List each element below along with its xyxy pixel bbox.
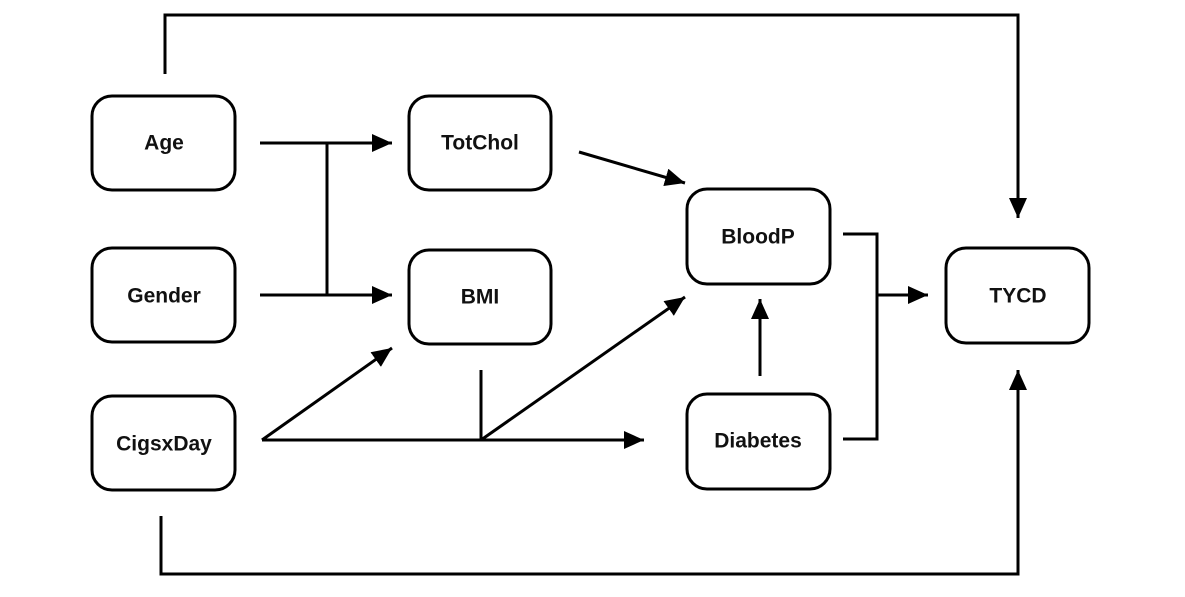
edge-totchol-to-bloodp (578, 150, 686, 187)
node-gender-label: Gender (127, 285, 201, 308)
node-tycd-label: TYCD (989, 285, 1046, 308)
node-bmi-label: BMI (461, 286, 500, 309)
edge-junction-to-bloodp (480, 295, 686, 442)
node-gender-box (90, 246, 237, 344)
node-bmi-box (407, 248, 553, 346)
edge-cigsxday-to-tycd (159, 370, 1027, 576)
edges (159, 13, 1027, 576)
node-cigsxday-box (90, 394, 237, 492)
node-tycd: TYCD (944, 246, 1091, 345)
node-totchol-label: TotChol (441, 132, 519, 155)
node-bloodp-box (685, 187, 832, 286)
node-totchol-box (407, 94, 553, 192)
node-age: Age (90, 94, 237, 192)
node-bmi: BMI (407, 248, 553, 346)
node-diabetes-label: Diabetes (714, 430, 802, 453)
node-cigsxday: CigsxDay (90, 394, 237, 492)
node-tycd-box (944, 246, 1091, 345)
node-bloodp: BloodP (685, 187, 832, 286)
node-cigsxday-label: CigsxDay (116, 433, 212, 456)
node-diabetes: Diabetes (685, 392, 832, 491)
node-totchol: TotChol (407, 94, 553, 192)
node-age-box (90, 94, 237, 192)
node-bloodp-label: BloodP (721, 226, 795, 249)
node-diabetes-box (685, 392, 832, 491)
edge-bloodp-diabetes-bracket (843, 232, 879, 441)
edge-cigsxday-to-bmi (261, 346, 393, 442)
node-age-label: Age (144, 132, 184, 155)
edge-age-to-tycd (163, 13, 1027, 218)
node-gender: Gender (90, 246, 237, 344)
